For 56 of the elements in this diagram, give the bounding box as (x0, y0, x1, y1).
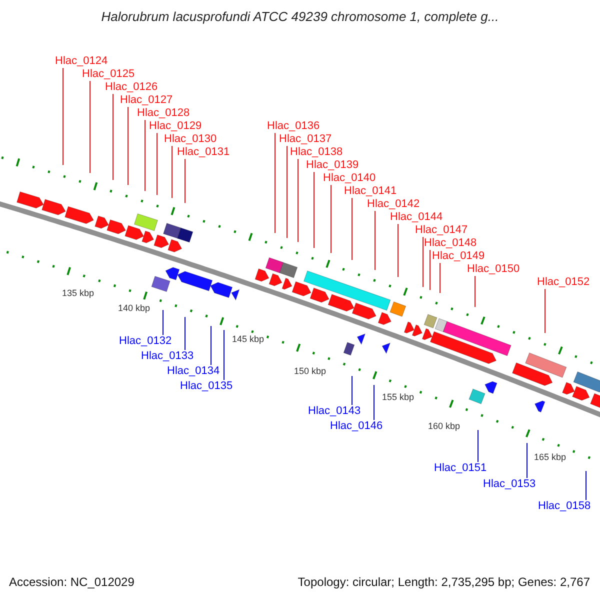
scale-label: 135 kbp (62, 288, 94, 299)
scale-label: 155 kbp (382, 392, 414, 403)
leader-line (210, 326, 212, 366)
gene-label: Hlac_0141 (344, 185, 397, 198)
gene-label: Hlac_0125 (82, 68, 135, 81)
gene-label: Hlac_0139 (306, 159, 359, 172)
scale-label: 145 kbp (232, 334, 264, 345)
leader-line (184, 158, 186, 204)
gene-label: Hlac_0127 (120, 94, 173, 107)
gene-label: Hlac_0158 (538, 500, 591, 513)
scale-label: 165 kbp (534, 452, 566, 463)
gene-label: Hlac_0152 (537, 276, 590, 289)
leader-line (474, 276, 476, 308)
gene-label: Hlac_0137 (279, 133, 332, 146)
leader-line (184, 316, 186, 350)
gene-label: Hlac_0146 (330, 420, 383, 433)
leader-line (330, 184, 332, 254)
scale-label: 140 kbp (118, 303, 150, 314)
leader-line (274, 132, 276, 234)
gene-label: Hlac_0140 (323, 172, 376, 185)
info-text: Topology: circular; Length: 2,735,295 bp; Genes: 2,767 (298, 575, 590, 589)
gene-label: Hlac_0142 (367, 198, 420, 211)
leader-line (162, 310, 164, 336)
leader-line (544, 288, 546, 334)
info-text: Accession: NC_012029 (9, 575, 134, 589)
scale-label: 160 kbp (428, 421, 460, 432)
leader-line (62, 68, 64, 166)
gene-label: Hlac_0134 (167, 365, 220, 378)
scale-label: 150 kbp (294, 366, 326, 377)
gene-label: Hlac_0147 (415, 224, 468, 237)
leader-line (526, 442, 528, 478)
gene-label: Hlac_0132 (119, 335, 172, 348)
gene-label: Hlac_0124 (55, 55, 108, 68)
gene-label: Hlac_0133 (141, 350, 194, 363)
gene-label: Hlac_0148 (424, 237, 477, 250)
gene-label: Hlac_0130 (164, 133, 217, 146)
leader-line (144, 120, 146, 192)
leader-line (422, 236, 424, 288)
leader-line (156, 132, 158, 196)
gene-label: Hlac_0126 (105, 81, 158, 94)
gene-label: Hlac_0150 (467, 263, 520, 276)
gene-label: Hlac_0131 (177, 146, 230, 159)
gene-label: Hlac_0128 (137, 107, 190, 120)
map-title: Halorubrum lacusprofundi ATCC 49239 chromosome 1, complete g... (100, 9, 500, 24)
gene-label: Hlac_0149 (432, 250, 485, 263)
gene-label: Hlac_0143 (308, 405, 361, 418)
gene-label: Hlac_0136 (267, 120, 320, 133)
gene-label: Hlac_0151 (434, 462, 487, 475)
leader-line (112, 94, 114, 180)
gene-label: Hlac_0153 (483, 478, 536, 491)
gene-label: Hlac_0138 (290, 146, 343, 159)
gene-label: Hlac_0135 (180, 380, 233, 393)
gene-label: Hlac_0129 (149, 120, 202, 133)
gene-label: Hlac_0144 (390, 211, 443, 224)
leader-line (286, 146, 288, 238)
leader-line (374, 210, 376, 270)
